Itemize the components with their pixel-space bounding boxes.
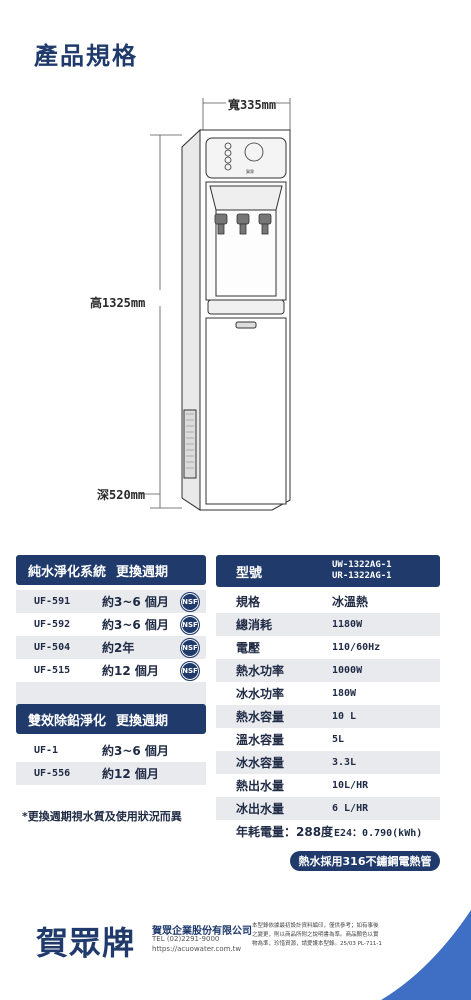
table-row: UF-515 約12 個月 NSF: [16, 659, 206, 682]
spec-table-header: 型號 UW-1322AG-1 UR-1322AG-1: [216, 555, 440, 587]
company-tel: TEL (02)2291-9000: [152, 935, 220, 943]
water-dispenser-drawing: 賀眾: [140, 98, 291, 511]
nsf-badge-icon: NSF: [180, 660, 200, 681]
filter-table-header: 雙效除鉛淨化 更換週期: [16, 704, 206, 734]
company-name: 賀眾企業股份有限公司: [152, 926, 252, 937]
stainless-heater-pill: 熱水採用316不鏽鋼電熱管: [290, 851, 440, 871]
table-row: UF-591 約3~6 個月 NSF: [16, 590, 206, 613]
page-title: 產品規格: [34, 42, 138, 70]
table-row: UF-592 約3~6 個月 NSF: [16, 613, 206, 636]
filter-table-header: 純水淨化系統 更換週期: [16, 555, 206, 585]
height-dimension-label: 高1325mm: [90, 296, 146, 310]
table-row-empty: [16, 682, 206, 705]
table-row: UF-1 約3~6 個月: [16, 739, 206, 762]
nsf-badge-icon: NSF: [180, 637, 200, 658]
brand-logo: 賀眾牌: [36, 924, 136, 962]
corner-decoration: [381, 910, 471, 1000]
disclaimer: 本型錄依據最初設計資料編印，僅供參考；如有事後 之變更，則以商品所附之說明書為準…: [252, 923, 382, 947]
table-row: UF-504 約2年 NSF: [16, 636, 206, 659]
nsf-badge-icon: NSF: [180, 591, 200, 612]
nsf-badge-icon: NSF: [180, 614, 200, 635]
device-brand-mark: 賀眾: [246, 168, 254, 174]
depth-dimension-label: 深520mm: [97, 488, 146, 502]
replacement-note: *更換週期視水質及使用狀況而異: [22, 810, 182, 823]
spec-row: 規格冰溫熱: [216, 590, 440, 613]
filter-table-pure-water: 純水淨化系統 更換週期 UF-591 約3~6 個月 NSF UF-592 約3…: [16, 555, 206, 705]
filter-table-lead-removal: 雙效除鉛淨化 更換週期 UF-1 約3~6 個月 UF-556 約12 個月: [16, 704, 206, 785]
width-dimension-label: 寬335mm: [228, 98, 277, 112]
company-url[interactable]: https://acuowater.com.tw: [152, 945, 242, 953]
table-row: UF-556 約12 個月: [16, 762, 206, 785]
